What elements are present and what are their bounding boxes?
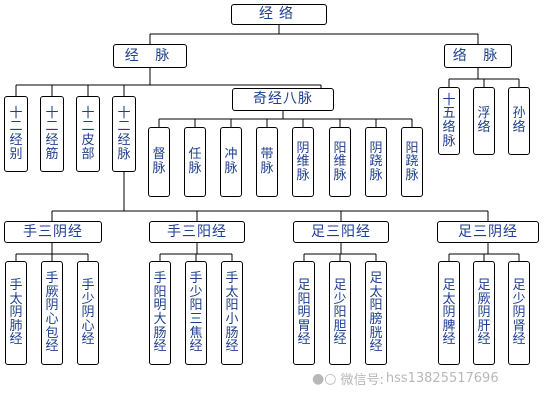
group-zu-sanyang: 足三阳经 xyxy=(293,221,389,243)
shier-jingmai-node: 十二经脉 xyxy=(112,96,136,172)
channel-large-intestine: 手阳明大肠经 xyxy=(149,261,171,365)
channel-pericardium: 手厥阴心包经 xyxy=(41,261,63,365)
channel-liver: 足厥阴肝经 xyxy=(473,261,495,365)
luomai-item-sun: 孙络 xyxy=(508,87,530,155)
qijing-item-yinwei: 阴维脉 xyxy=(292,127,314,197)
qijing-bamai-node: 奇经八脉 xyxy=(232,88,334,111)
wechat-icon: ●○ xyxy=(312,370,337,387)
qijing-item-yinqiao: 阴跷脉 xyxy=(365,127,387,197)
watermark-prefix: 微信号: xyxy=(340,373,384,388)
watermark: ●○ 微信号: hss13825517696 xyxy=(312,369,499,389)
channel-heart: 手少阴心经 xyxy=(77,261,99,365)
shier-jingbie-node: 十二经别 xyxy=(4,96,28,172)
qijing-item-ren: 任脉 xyxy=(184,127,206,197)
qijing-item-du: 督脉 xyxy=(148,127,170,197)
channel-gallbladder: 足少阳胆经 xyxy=(329,261,351,365)
channel-sanjiao: 手少阳三焦经 xyxy=(185,261,207,365)
channel-kidney: 足少阴肾经 xyxy=(508,261,530,365)
jingmai-node: 经 脉 xyxy=(113,44,187,68)
channel-spleen: 足太阴脾经 xyxy=(438,261,460,365)
group-zu-sanyin: 足三阴经 xyxy=(437,221,539,243)
shier-pibu-node: 十二皮部 xyxy=(76,96,100,172)
qijing-item-chong: 冲脉 xyxy=(220,127,242,197)
luomai-node: 络 脉 xyxy=(444,44,512,68)
channel-bladder: 足太阳膀胱经 xyxy=(365,261,387,365)
shier-jingjin-node: 十二经筋 xyxy=(40,96,64,172)
channel-stomach: 足阳明胃经 xyxy=(293,261,315,365)
luomai-item-shiwu: 十五络脉 xyxy=(438,87,460,155)
qijing-item-dai: 带脉 xyxy=(256,127,278,197)
luomai-item-fu: 浮络 xyxy=(473,87,495,155)
qijing-item-yangqiao: 阳跷脉 xyxy=(401,127,423,197)
qijing-item-yangwei: 阳维脉 xyxy=(329,127,351,197)
group-shou-sanyang: 手三阳经 xyxy=(149,221,245,243)
group-shou-sanyin: 手三阴经 xyxy=(4,221,102,243)
channel-lung: 手太阴肺经 xyxy=(5,261,27,365)
root-node: 经络 xyxy=(231,4,327,25)
watermark-id: hss13825517696 xyxy=(385,371,499,386)
channel-small-intestine: 手太阳小肠经 xyxy=(221,261,243,365)
